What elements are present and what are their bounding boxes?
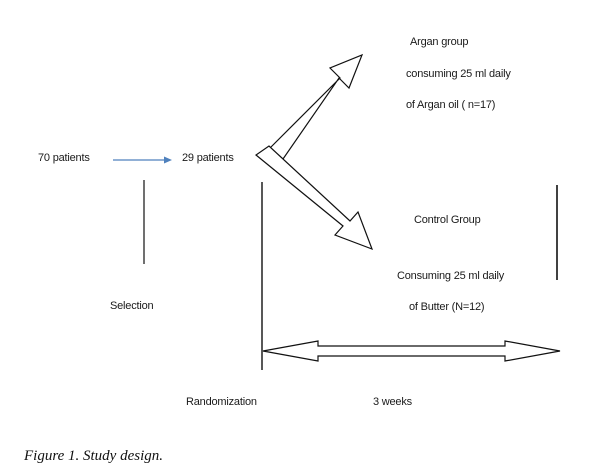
randomization-label: Randomization xyxy=(186,396,257,408)
randomized-patients-label: 29 patients xyxy=(182,152,234,164)
argan-group-title: Argan group xyxy=(410,36,469,48)
figure-caption: Figure 1. Study design. xyxy=(24,448,164,464)
arrow-to-control-group xyxy=(255,145,374,251)
selection-label: Selection xyxy=(110,300,154,312)
duration-label: 3 weeks xyxy=(373,396,412,408)
arrow-to-argan-group xyxy=(269,53,364,160)
duration-double-arrow xyxy=(262,340,561,362)
flow-arrow xyxy=(113,156,172,164)
argan-group-detail-2: of Argan oil ( n=17) xyxy=(406,99,496,111)
control-group-title: Control Group xyxy=(414,214,481,226)
argan-group-detail-1: consuming 25 ml daily xyxy=(406,68,511,80)
start-patients-label: 70 patients xyxy=(38,152,90,164)
control-group-detail-2: of Butter (N=12) xyxy=(409,301,485,313)
control-group-detail-1: Consuming 25 ml daily xyxy=(397,270,505,282)
